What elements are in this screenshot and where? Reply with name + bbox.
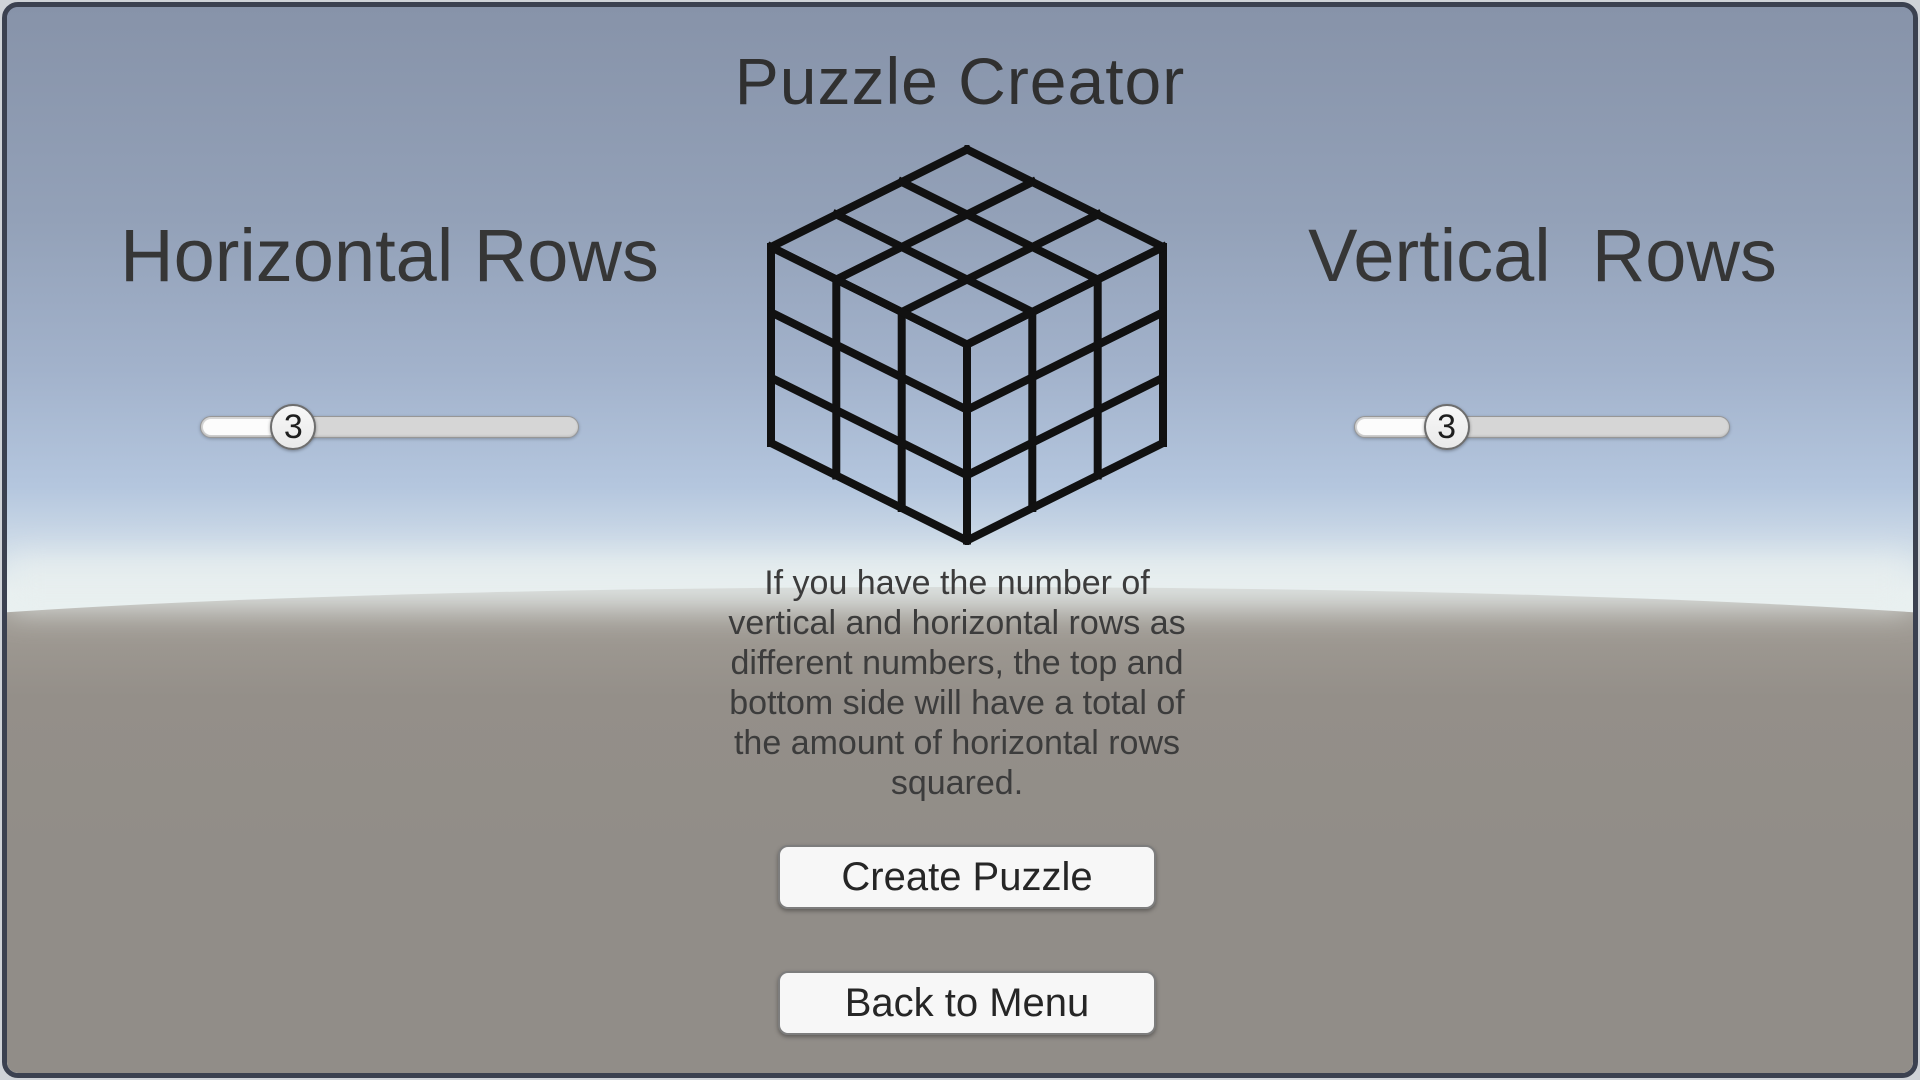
description-text: If you have the number of vertical and h…	[728, 564, 1186, 802]
horizontal-slider-value: 3	[283, 407, 303, 446]
vertical-rows-label: Vertical Rows	[1308, 214, 1777, 297]
vertical-slider-value: 3	[1437, 407, 1457, 446]
vertical-rows-slider[interactable]: 3	[1354, 404, 1730, 450]
horizontal-rows-label: Horizontal Rows	[120, 214, 659, 297]
back-to-menu-button[interactable]: Back to Menu	[778, 971, 1156, 1035]
horizontal-slider-handle[interactable]: 3	[270, 404, 317, 450]
create-puzzle-button[interactable]: Create Puzzle	[778, 845, 1156, 909]
horizontal-rows-slider[interactable]: 3	[200, 404, 579, 450]
vertical-slider-handle[interactable]: 3	[1423, 404, 1470, 450]
horizon-haze	[7, 555, 1913, 609]
cube-icon	[767, 145, 1167, 545]
page-title: Puzzle Creator	[734, 44, 1186, 118]
